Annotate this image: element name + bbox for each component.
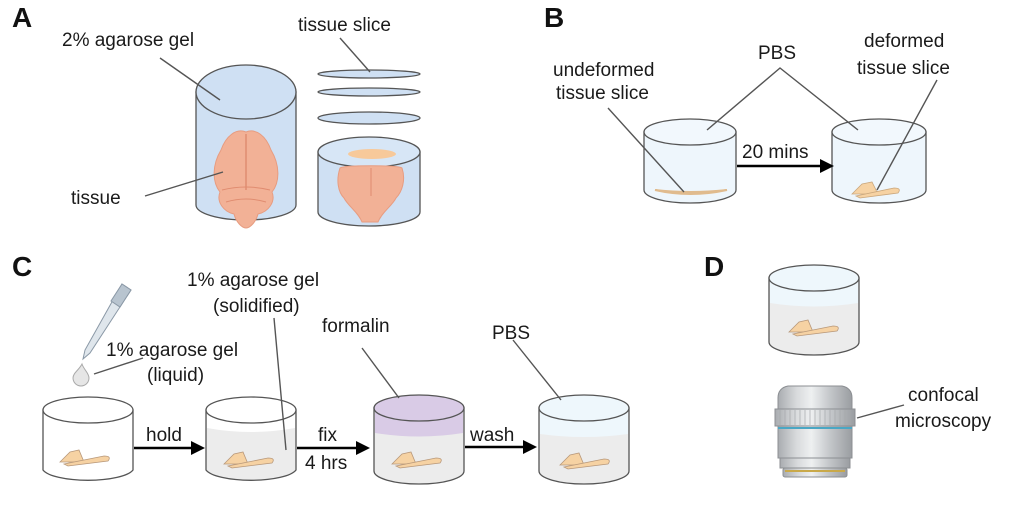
tissue-slices [317, 69, 421, 125]
dish-undeformed [643, 118, 737, 204]
label-liquid-gel-2: (liquid) [147, 365, 204, 386]
panel-label-b: B [544, 2, 564, 33]
sliced-gel-block [317, 136, 421, 227]
step-label-fix: fix [318, 425, 338, 446]
label-pbs-c: PBS [492, 323, 530, 344]
leader-line [273, 317, 287, 451]
panel-d: D [704, 251, 992, 478]
label-tissue: tissue [71, 188, 121, 209]
dish-empty [42, 396, 134, 481]
leader-line [607, 107, 685, 193]
dish-formalin [373, 394, 465, 485]
deformed-slice [851, 181, 900, 199]
label-solid-gel-2: (solidified) [213, 296, 300, 317]
label-confocal: confocal [908, 385, 979, 406]
leader-line [159, 57, 221, 101]
step-sublabel-4-hrs: 4 hrs [305, 453, 347, 474]
arrow-head [356, 441, 370, 455]
step-label-wash: wash [469, 425, 514, 446]
label-liquid-gel-1: 1% agarose gel [106, 340, 238, 361]
label-deformed-2: tissue slice [857, 58, 950, 79]
arrow-head [820, 159, 834, 173]
dish-imaging [768, 264, 860, 356]
leader-line [876, 79, 938, 191]
label-tissue-slice: tissue slice [298, 15, 391, 36]
label-solid-gel-1: 1% agarose gel [187, 270, 319, 291]
panel-label-c: C [12, 251, 32, 282]
arrow-head [191, 441, 205, 455]
brain-tissue [213, 130, 279, 229]
leader-line [361, 347, 400, 399]
panel-label-a: A [12, 2, 32, 33]
label-2pct-agarose-gel: 2% agarose gel [62, 30, 194, 51]
label-formalin: formalin [322, 316, 390, 337]
leader-line [144, 171, 224, 197]
arrow-head [523, 440, 537, 454]
leader-line [339, 37, 371, 73]
leader-line [706, 67, 859, 131]
label-deformed-1: deformed [864, 31, 944, 52]
leader-line [512, 339, 562, 401]
label-undeformed-1: undeformed [553, 60, 654, 81]
panel-b: B 20 mins undeformed tissue slice PBS de… [544, 2, 950, 204]
panel-c: C 1% agarose gel (liquid) hold 1% ag [12, 251, 630, 485]
label-undeformed-2: tissue slice [556, 83, 649, 104]
panel-a: A 2% agarose ge [12, 2, 421, 229]
panel-label-d: D [704, 251, 724, 282]
leader-line [856, 404, 905, 419]
dish-solidified-gel [205, 396, 297, 481]
dish-deformed [831, 118, 927, 204]
leader-line [93, 357, 144, 375]
label-microscopy: microscopy [895, 411, 992, 432]
pipette-icon [72, 283, 132, 387]
label-20-mins: 20 mins [742, 142, 809, 163]
dish-pbs [538, 394, 630, 485]
step-label-hold: hold [146, 425, 182, 446]
objective-lens-icon [774, 385, 856, 478]
label-pbs-b: PBS [758, 43, 796, 64]
agarose-gel-block [195, 64, 297, 229]
